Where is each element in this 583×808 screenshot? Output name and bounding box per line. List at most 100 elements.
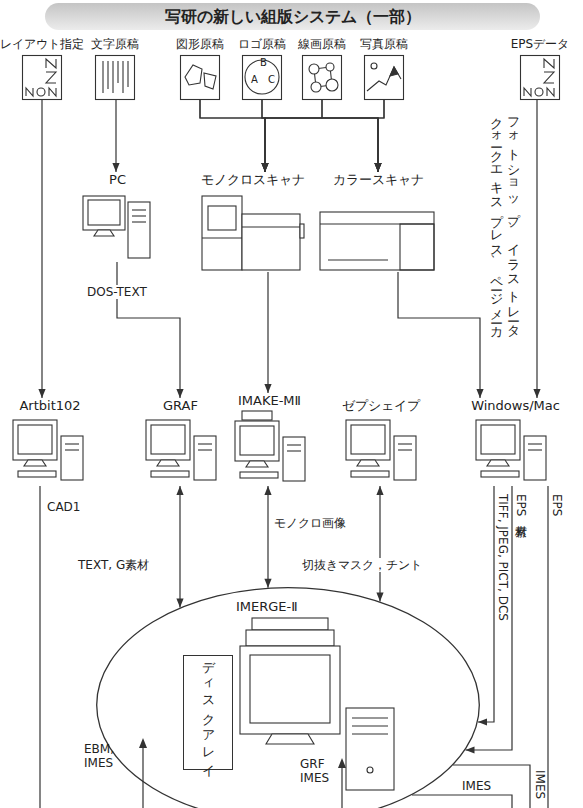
icon-line	[65, 443, 79, 444]
edge-label: 切抜きマスク，チント	[300, 558, 424, 572]
icon-line	[487, 460, 509, 466]
connector	[478, 486, 494, 726]
icon-line	[357, 460, 379, 466]
connector-line	[41, 100, 42, 398]
icon-rect	[208, 206, 236, 230]
icon-rect	[365, 56, 404, 100]
note-label: EPS	[550, 494, 564, 516]
connector	[38, 100, 45, 398]
icon-line	[528, 443, 542, 444]
note-label: CAD1	[47, 500, 80, 514]
system-ellipse: IMERGE-Ⅱディスクアレイ	[96, 587, 480, 808]
icon-line	[544, 72, 554, 83]
icon-circle	[311, 82, 321, 92]
arrow-head	[374, 163, 381, 172]
connector-line	[267, 486, 268, 588]
static-wires	[40, 486, 548, 808]
connector	[374, 100, 384, 172]
icon-line	[204, 73, 216, 89]
icon-rect	[83, 196, 125, 230]
imes-wire	[412, 795, 512, 808]
arrow-head	[374, 163, 381, 172]
icon-line	[198, 443, 212, 444]
edge-label: TEXT, G素材	[78, 558, 149, 572]
icon-circle	[326, 79, 338, 91]
icon-line	[547, 88, 554, 96]
arrow-head	[264, 384, 271, 393]
connector-line	[478, 486, 494, 722]
icon-rect	[181, 56, 220, 100]
tower	[346, 708, 394, 790]
icon-rect	[476, 420, 520, 460]
icon-line	[157, 460, 179, 466]
arrow-head	[533, 389, 540, 398]
note-label: C	[268, 74, 275, 85]
node-label: GRAF	[163, 398, 198, 413]
title-band: 写研の新しい組版システム（一部）	[45, 3, 540, 30]
arrow-head	[264, 486, 271, 495]
edge-label: モノクロ画像	[274, 516, 346, 530]
icon-rect	[18, 471, 56, 477]
cad-wire	[39, 486, 40, 808]
note-label: IMES	[462, 779, 491, 793]
drive-slot	[352, 717, 388, 718]
icon-rect	[521, 56, 560, 100]
device-node: Windows/Mac	[473, 398, 558, 486]
icon-line	[102, 61, 103, 93]
connector-line	[322, 100, 378, 172]
device-node: ゼプシェイプ	[343, 398, 418, 486]
connector	[264, 272, 271, 393]
note-label: EBM, IMES	[84, 742, 128, 770]
node-label: EPSデータ	[511, 37, 569, 52]
icon-rect	[23, 56, 62, 100]
arrow-head	[139, 738, 147, 748]
connector	[322, 100, 382, 172]
device-node: カラースキャナ	[318, 172, 438, 272]
icon-line	[544, 59, 554, 68]
icon-circle	[371, 63, 377, 69]
connector	[376, 486, 383, 601]
imerge-workstation	[240, 618, 394, 790]
icon-line	[246, 461, 268, 467]
icon-line	[287, 450, 301, 451]
connector-line	[536, 100, 537, 398]
note-label: B	[260, 57, 267, 68]
connector	[398, 272, 484, 398]
icon-rect	[283, 437, 305, 481]
icon-circle	[309, 64, 319, 74]
icon-rect	[303, 56, 342, 100]
node-outline	[364, 55, 404, 100]
arrow-head	[476, 389, 483, 398]
connector	[465, 486, 512, 754]
connector	[200, 100, 269, 172]
icon-line	[398, 443, 412, 444]
icon-rect	[320, 212, 434, 270]
icon-rect	[240, 472, 278, 478]
connector-line	[398, 272, 480, 398]
icon-rect	[240, 426, 274, 455]
icon-line	[287, 444, 301, 445]
node-label: ゼプシェイプ	[342, 398, 420, 413]
node-label: 文字原稿	[91, 37, 139, 52]
source-icon: EPSデータ	[520, 55, 560, 100]
icon-rect	[18, 425, 52, 454]
arrow-head	[261, 163, 268, 172]
icon-rect	[151, 471, 189, 477]
icon-line	[132, 209, 146, 210]
node-label: Artbit102	[19, 398, 80, 413]
eps-wire	[547, 486, 548, 808]
source-icon: レイアウト指定	[22, 55, 62, 100]
icon-line	[242, 226, 300, 227]
connector-line	[179, 486, 180, 607]
arrow-head	[176, 389, 183, 398]
edge-label: EPS素材	[514, 494, 528, 516]
icon-circle	[535, 88, 543, 96]
connector-line	[115, 100, 116, 172]
icon-circle	[37, 88, 45, 96]
node-label: モノクロスキャナ	[201, 172, 305, 187]
grf-wire	[341, 766, 342, 808]
node-label: カラースキャナ	[333, 172, 424, 187]
monitor	[240, 646, 340, 734]
power-button	[367, 767, 373, 773]
icon-rect	[351, 471, 389, 477]
